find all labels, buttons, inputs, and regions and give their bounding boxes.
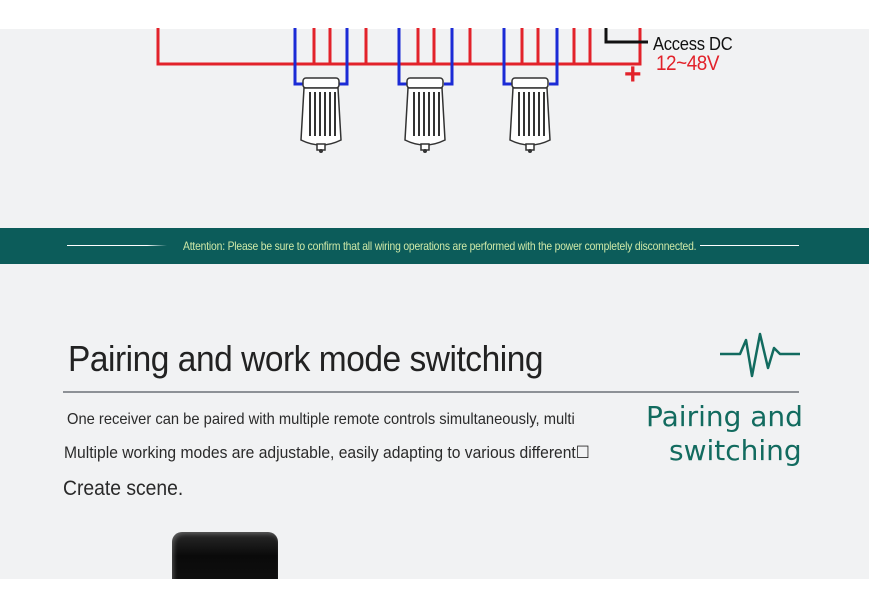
- section-title: Pairing and work mode switching: [68, 338, 544, 379]
- voltage-label: 12~48V: [656, 52, 719, 75]
- description-line-3: Create scene.: [63, 477, 184, 500]
- banner-divider-right: [700, 245, 799, 246]
- motor-icon: [509, 77, 551, 153]
- section-divider: [63, 391, 799, 393]
- bottom-white-strip: [0, 579, 869, 609]
- badge-title-line1: Pairing and: [646, 400, 803, 433]
- badge-title-line2: switching: [669, 434, 802, 467]
- top-white-strip: [0, 0, 869, 29]
- pairing-section: Pairing and work mode switching Pairing …: [0, 264, 869, 592]
- description-line-1: One receiver can be paired with multiple…: [67, 411, 575, 428]
- banner-divider-left: [67, 245, 167, 246]
- plus-icon: +: [624, 58, 642, 91]
- motor-icon: [300, 77, 342, 153]
- attention-banner: Attention: Please be sure to confirm tha…: [0, 228, 869, 264]
- motor-icon: [404, 77, 446, 153]
- pulse-wave-icon: [720, 332, 800, 378]
- attention-text: Attention: Please be sure to confirm tha…: [183, 239, 697, 253]
- wiring-diagram-graphic: [156, 28, 648, 153]
- access-dc-label: Access DC: [653, 34, 733, 54]
- description-line-2: Multiple working modes are adjustable, e…: [64, 443, 590, 462]
- wiring-diagram: [0, 28, 869, 228]
- ground-wire: [604, 28, 648, 44]
